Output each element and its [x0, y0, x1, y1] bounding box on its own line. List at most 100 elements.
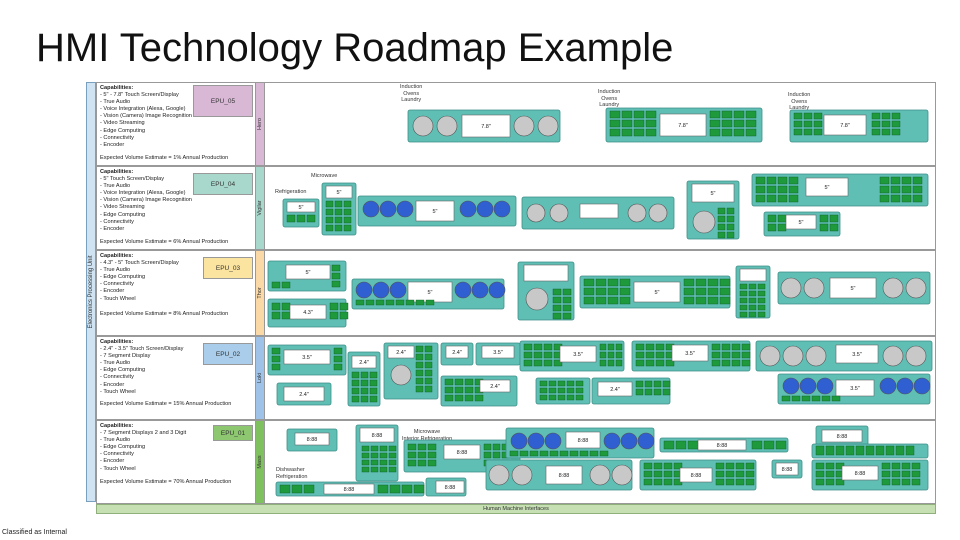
volume-estimate: Expected Volume Estimate = 8% Annual Pro… — [100, 311, 229, 317]
display-label: 5" — [432, 209, 437, 215]
control-button — [360, 379, 369, 387]
control-button — [803, 112, 813, 120]
display-screen — [351, 355, 377, 369]
display-screen — [445, 345, 469, 359]
control-button — [739, 311, 748, 318]
display-screen — [461, 114, 511, 138]
control-knob — [905, 345, 927, 367]
control-button — [721, 110, 733, 119]
control-button — [519, 450, 529, 457]
control-button — [881, 470, 891, 478]
control-button — [777, 214, 787, 223]
display-screen — [671, 344, 709, 362]
control-button — [871, 120, 881, 128]
control-button — [607, 287, 619, 296]
display-screen — [285, 264, 331, 280]
control-knob — [488, 281, 506, 299]
control-button — [709, 119, 721, 128]
capability-item: - Encoder — [100, 381, 125, 388]
control-button — [901, 194, 912, 203]
control-button — [343, 224, 352, 232]
control-button — [739, 297, 748, 304]
control-button — [343, 208, 352, 216]
control-button — [711, 359, 721, 367]
control-button — [559, 450, 569, 457]
display-screen — [785, 214, 817, 230]
display-label: 5" — [850, 286, 855, 292]
control-knob — [513, 115, 535, 137]
control-button — [360, 371, 369, 379]
control-button — [424, 385, 433, 393]
control-button — [388, 459, 397, 466]
control-button — [825, 462, 835, 470]
control-button — [552, 304, 562, 312]
control-button — [755, 194, 766, 203]
tier-label-hero: Hero — [255, 83, 265, 165]
display-screen — [659, 113, 707, 137]
control-button — [803, 120, 813, 128]
display-label: 5" — [824, 185, 829, 191]
control-knob — [648, 203, 668, 223]
control-button — [589, 450, 599, 457]
control-button — [695, 278, 707, 287]
capabilities-heading: Capabilities: — [100, 253, 134, 259]
capability-item: - 5" Touch Screen/Display — [100, 176, 165, 183]
control-button — [474, 394, 484, 402]
control-button — [331, 272, 341, 280]
display-label: 3.5" — [850, 386, 860, 392]
capabilities-list: Capabilities:- 2.4" - 3.5" Touch Screen/… — [100, 339, 183, 396]
control-button — [401, 484, 413, 494]
display-screen — [283, 386, 325, 402]
control-knob — [782, 377, 800, 395]
capability-item: - Video Streaming — [100, 204, 145, 211]
control-button — [711, 343, 721, 351]
control-button — [365, 299, 375, 306]
control-button — [306, 214, 316, 223]
control-button — [819, 214, 829, 223]
control-button — [835, 478, 845, 486]
control-button — [533, 359, 543, 367]
control-button — [733, 128, 745, 137]
control-button — [424, 377, 433, 385]
epu-badge: EPU_05 — [193, 85, 253, 117]
footer-note: Classified as Internal — [2, 529, 67, 536]
control-button — [427, 451, 437, 459]
control-button — [731, 351, 741, 359]
control-button — [609, 128, 621, 137]
control-button — [595, 296, 607, 305]
side-axis-label: Electronics Processing Unit — [86, 82, 96, 502]
epu-badge: EPU_01 — [213, 425, 253, 441]
control-button — [745, 462, 755, 470]
display-label: 2.4" — [490, 384, 500, 390]
control-button — [726, 231, 735, 239]
control-button — [483, 451, 492, 459]
control-button — [865, 445, 875, 456]
control-button — [281, 302, 291, 311]
control-button — [821, 395, 831, 402]
control-button — [566, 394, 575, 401]
capability-item: - 2.4" - 3.5" Touch Screen/Display — [100, 346, 184, 353]
control-button — [879, 176, 890, 185]
control-button — [739, 290, 748, 297]
control-button — [583, 287, 595, 296]
capability-item: - Connectivity — [100, 374, 134, 381]
capabilities-list: Capabilities:- 5" - 7.8" Touch Screen/Di… — [100, 85, 192, 149]
control-button — [552, 296, 562, 304]
control-knob — [454, 281, 472, 299]
control-button — [731, 343, 741, 351]
control-button — [361, 452, 370, 459]
annotation-microwave: Microwave — [311, 173, 338, 179]
control-button — [415, 377, 424, 385]
control-button — [788, 185, 799, 194]
capability-item: - Connectivity — [100, 134, 134, 141]
control-knob — [882, 277, 904, 299]
control-button — [339, 311, 349, 320]
control-button — [881, 112, 891, 120]
control-button — [607, 278, 619, 287]
control-button — [717, 215, 726, 223]
control-button — [523, 351, 533, 359]
display-label: 8:88 — [307, 437, 318, 443]
control-button — [645, 359, 655, 367]
control-button — [763, 440, 775, 450]
